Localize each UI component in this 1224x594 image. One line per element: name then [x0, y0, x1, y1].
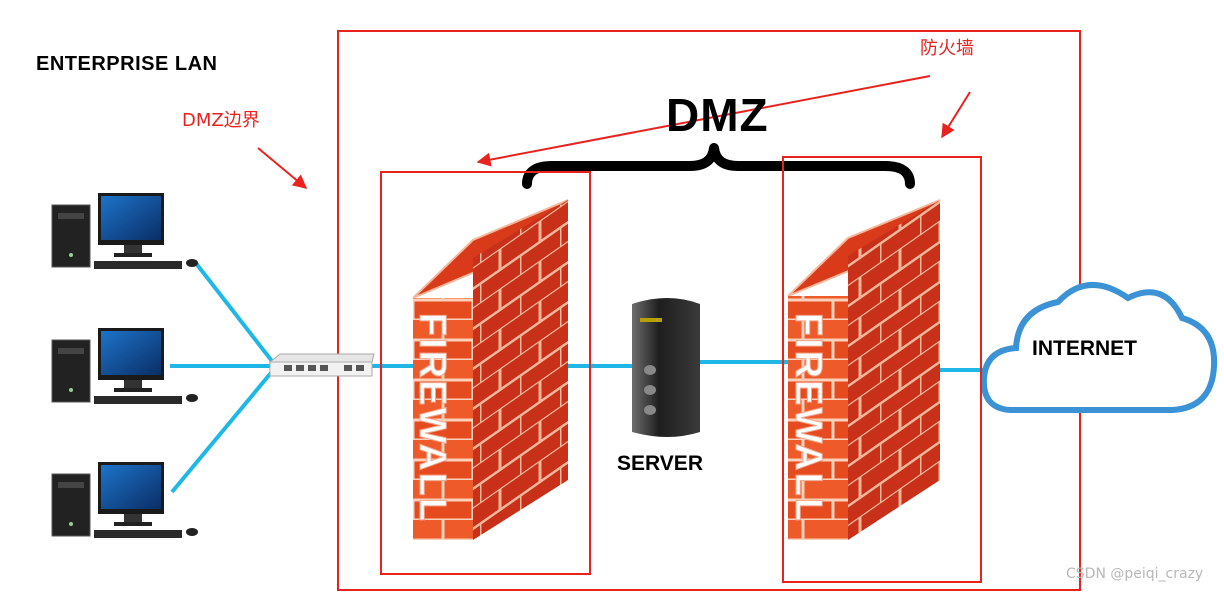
firewall-highlight-box	[782, 156, 982, 583]
arrow-firewall-left	[476, 75, 931, 167]
watermark: CSDN @peiqi_crazy	[1066, 566, 1204, 582]
firewall-label-right: FIREWALL	[787, 313, 829, 523]
link-pc3-switch	[170, 366, 277, 494]
firewall-label-left: FIREWALL	[411, 313, 453, 523]
enterprise-lan-label: ENTERPRISE LAN	[36, 53, 218, 75]
arrow-dmz-boundary	[257, 147, 308, 189]
arrow-firewall-right	[941, 91, 971, 139]
server-icon	[632, 298, 700, 437]
computer-icon	[51, 193, 198, 269]
computer-icon	[51, 328, 198, 404]
switch-icon	[268, 353, 375, 377]
firewall-annotation: 防火墙	[920, 38, 974, 59]
computer-icon	[51, 462, 198, 538]
cloud-icon	[980, 282, 1218, 413]
internet-label: INTERNET	[1032, 337, 1137, 360]
dmz-brace	[522, 143, 915, 189]
firewall-icon	[412, 199, 569, 540]
dmz-title: DMZ	[666, 89, 769, 141]
dmz-boundary-annotation: DMZ边界	[182, 110, 260, 131]
firewall-icon	[787, 199, 941, 540]
link-pc1-switch	[193, 260, 277, 367]
firewall-highlight-box	[380, 171, 591, 575]
server-label: SERVER	[617, 452, 703, 475]
